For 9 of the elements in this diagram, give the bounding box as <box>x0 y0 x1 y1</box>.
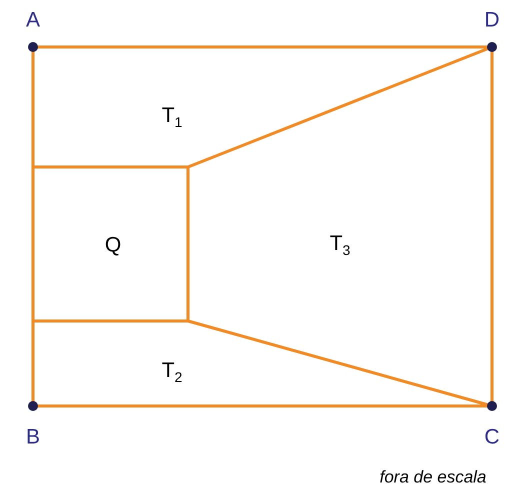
vertex-label: C <box>484 426 500 448</box>
scale-note: fora de escala <box>380 468 486 486</box>
region-label: T$_{3}$ <box>330 232 350 258</box>
vertex-label: D <box>484 10 500 30</box>
region-label: T$_{1}$ <box>162 104 182 130</box>
region-label: T$_{2}$ <box>162 360 182 384</box>
vertex-label: A <box>26 10 40 30</box>
region-label: Q <box>104 234 122 256</box>
vertex-label: B <box>26 426 40 448</box>
